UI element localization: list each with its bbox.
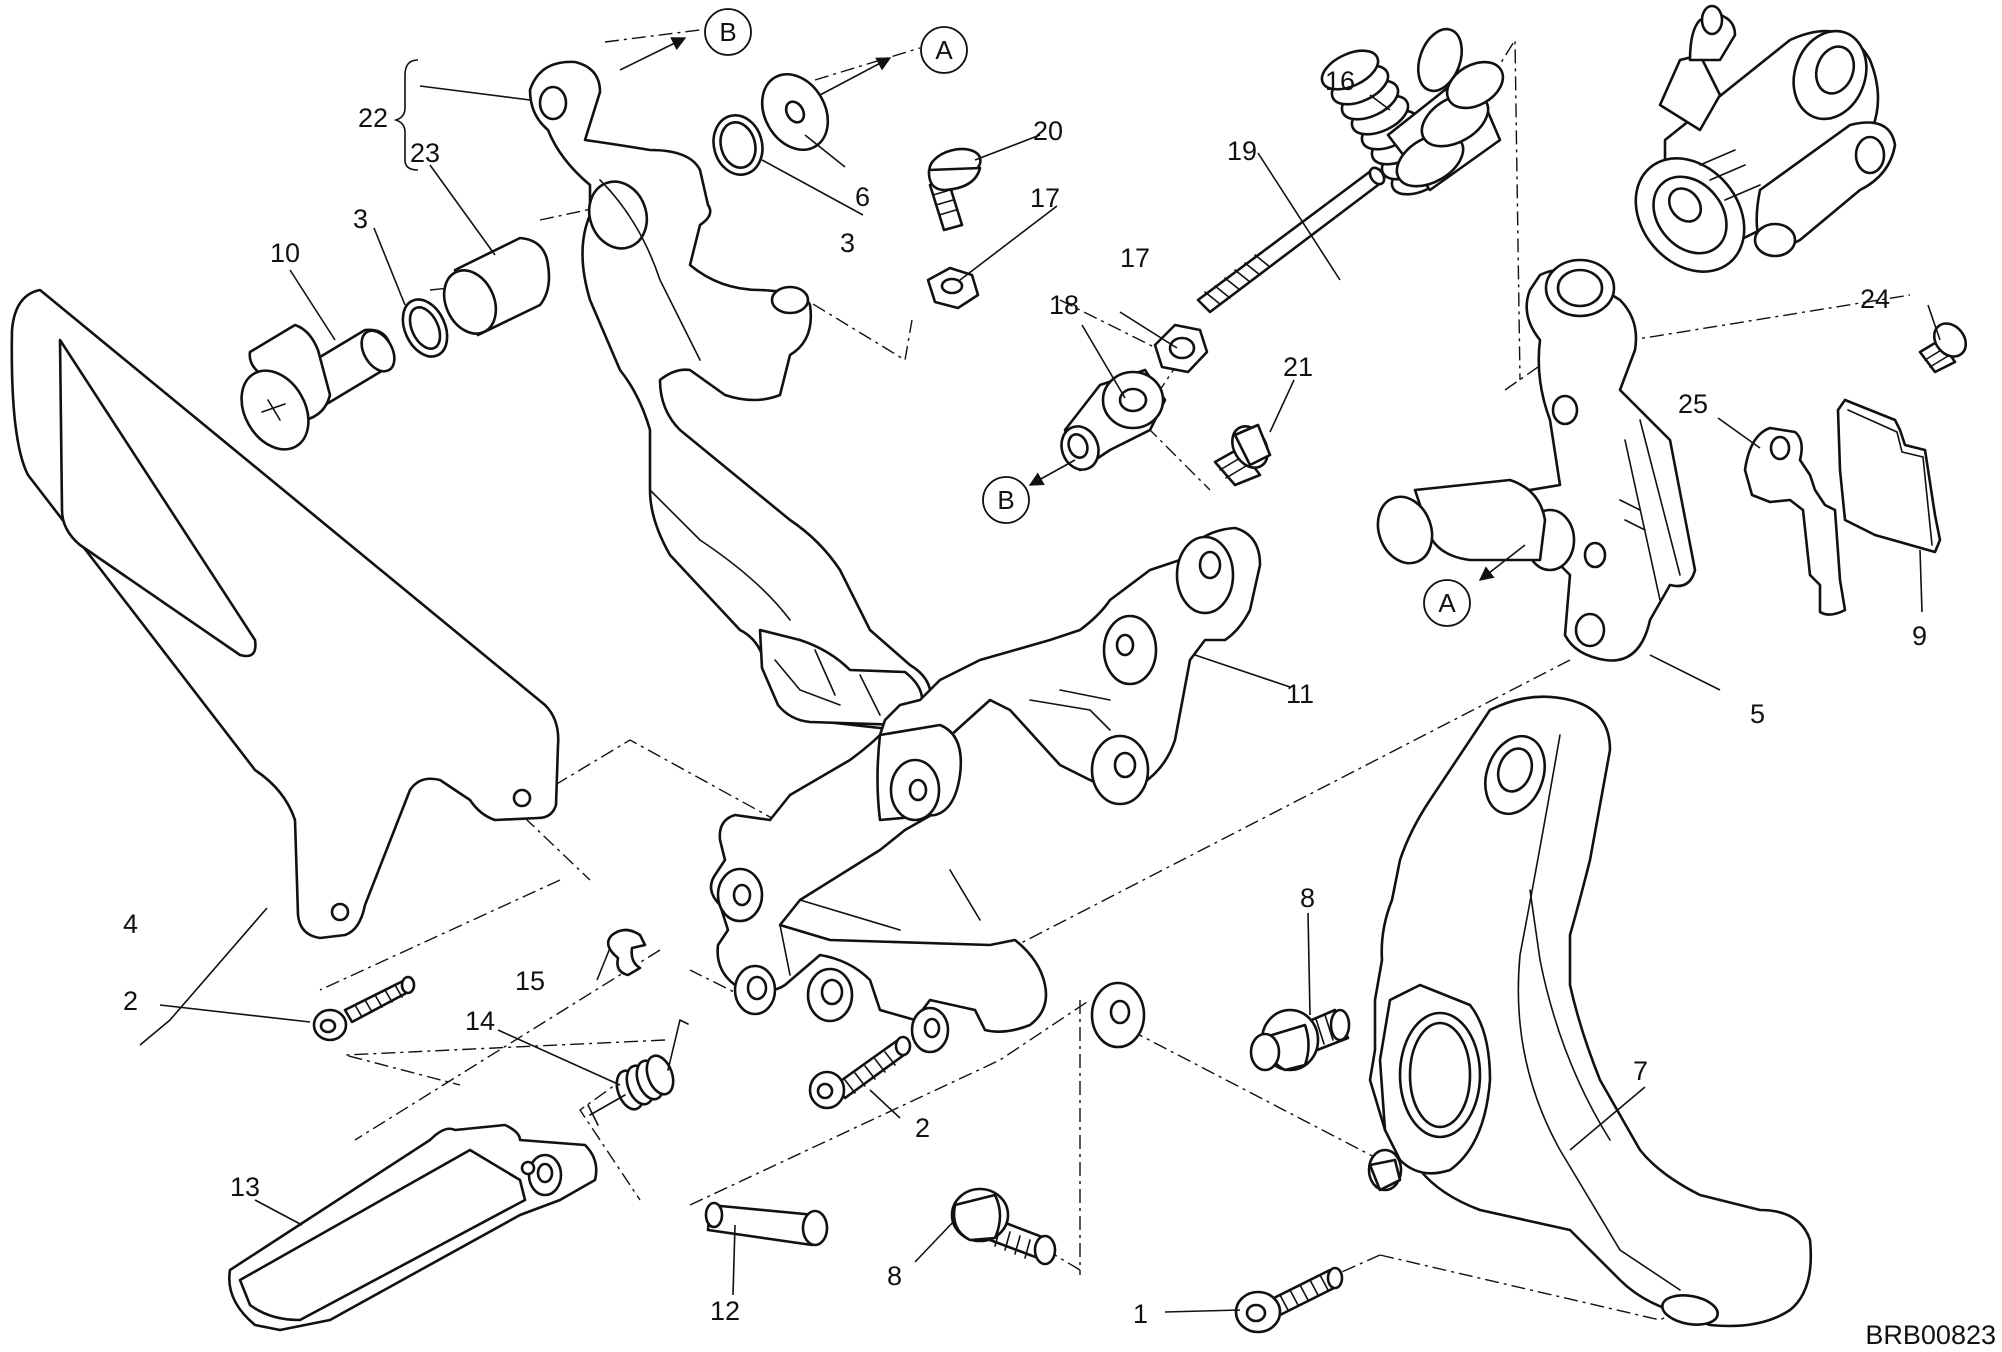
callout-2-mid: 2 bbox=[915, 1113, 930, 1143]
adjuster-bolt bbox=[927, 147, 982, 232]
callout-8-lower: 8 bbox=[887, 1261, 902, 1291]
callout-20: 20 bbox=[1033, 116, 1063, 146]
callout-23: 23 bbox=[410, 138, 440, 168]
callout-labels: 22 23 10 3 3 6 20 17 17 18 19 16 21 24 2… bbox=[123, 66, 1927, 1329]
callout-11: 11 bbox=[1286, 679, 1314, 709]
washer-left bbox=[401, 298, 449, 358]
callout-9: 9 bbox=[1912, 621, 1927, 651]
callout-5: 5 bbox=[1750, 699, 1765, 729]
callout-24: 24 bbox=[1860, 284, 1890, 314]
flanged-bolt-lower bbox=[950, 1187, 1057, 1266]
washer-top bbox=[712, 114, 764, 176]
brake-lever bbox=[528, 60, 933, 732]
bushing bbox=[442, 236, 551, 337]
nut-mid bbox=[1153, 323, 1209, 374]
drawing-code: BRB00823 bbox=[1865, 1320, 1996, 1350]
callout-17-top: 17 bbox=[1030, 183, 1060, 213]
callout-2-left: 2 bbox=[123, 986, 138, 1016]
callout-21: 21 bbox=[1283, 352, 1313, 382]
group-brace bbox=[393, 59, 419, 171]
leader-lines bbox=[139, 85, 1941, 1313]
callout-6: 6 bbox=[855, 182, 870, 212]
callout-25: 25 bbox=[1678, 389, 1708, 419]
return-spring bbox=[1320, 27, 1505, 196]
circlip bbox=[606, 928, 647, 977]
callout-12: 12 bbox=[710, 1296, 740, 1326]
reference-arrows bbox=[619, 37, 1526, 581]
callout-7: 7 bbox=[1633, 1056, 1648, 1086]
callout-22: 22 bbox=[358, 103, 388, 133]
callout-16: 16 bbox=[1325, 66, 1355, 96]
reference-a-right: A bbox=[1423, 579, 1471, 627]
torsion-spring bbox=[587, 1018, 689, 1126]
nut-top bbox=[926, 266, 980, 310]
heel-guard-plate bbox=[10, 288, 560, 940]
callout-13: 13 bbox=[230, 1172, 260, 1202]
cylinder-bracket bbox=[1376, 258, 1697, 662]
cover-plate bbox=[1836, 398, 1942, 554]
callout-18: 18 bbox=[1049, 290, 1079, 320]
footpeg-bracket bbox=[709, 526, 1262, 1054]
push-rod bbox=[1196, 166, 1386, 314]
callout-1: 1 bbox=[1133, 1299, 1148, 1329]
master-cylinder bbox=[1634, 4, 1897, 273]
svg-text:A: A bbox=[1438, 588, 1456, 618]
callout-8-upper: 8 bbox=[1300, 883, 1315, 913]
mounting-plate bbox=[1743, 426, 1847, 616]
cover-screw bbox=[1918, 322, 1968, 374]
reference-b-top: B bbox=[704, 8, 752, 56]
callout-17-mid: 17 bbox=[1120, 243, 1150, 273]
reference-b-mid: B bbox=[982, 476, 1030, 524]
socket-bolt-left bbox=[312, 975, 416, 1042]
svg-text:B: B bbox=[719, 17, 736, 47]
footpeg-pin bbox=[704, 1201, 829, 1247]
callout-4: 4 bbox=[123, 909, 138, 939]
callout-3-left: 3 bbox=[353, 204, 368, 234]
small-screw bbox=[1213, 423, 1272, 487]
pivot-bolt bbox=[240, 323, 396, 451]
heel-hanger bbox=[1367, 695, 1813, 1328]
callout-14: 14 bbox=[465, 1006, 495, 1036]
socket-bolt-bottom bbox=[1234, 1266, 1344, 1334]
socket-bolt-mid bbox=[808, 1035, 912, 1110]
callout-15: 15 bbox=[515, 966, 545, 996]
callout-3-top: 3 bbox=[840, 228, 855, 258]
footpeg bbox=[228, 1123, 598, 1332]
rod-end bbox=[1060, 368, 1167, 472]
svg-text:A: A bbox=[935, 35, 953, 65]
reference-a-top: A bbox=[920, 26, 968, 74]
svg-text:B: B bbox=[997, 485, 1014, 515]
washer-flat bbox=[760, 72, 830, 152]
callout-19: 19 bbox=[1227, 136, 1257, 166]
flanged-bolt-upper bbox=[1249, 1008, 1351, 1072]
callout-10: 10 bbox=[270, 238, 300, 268]
